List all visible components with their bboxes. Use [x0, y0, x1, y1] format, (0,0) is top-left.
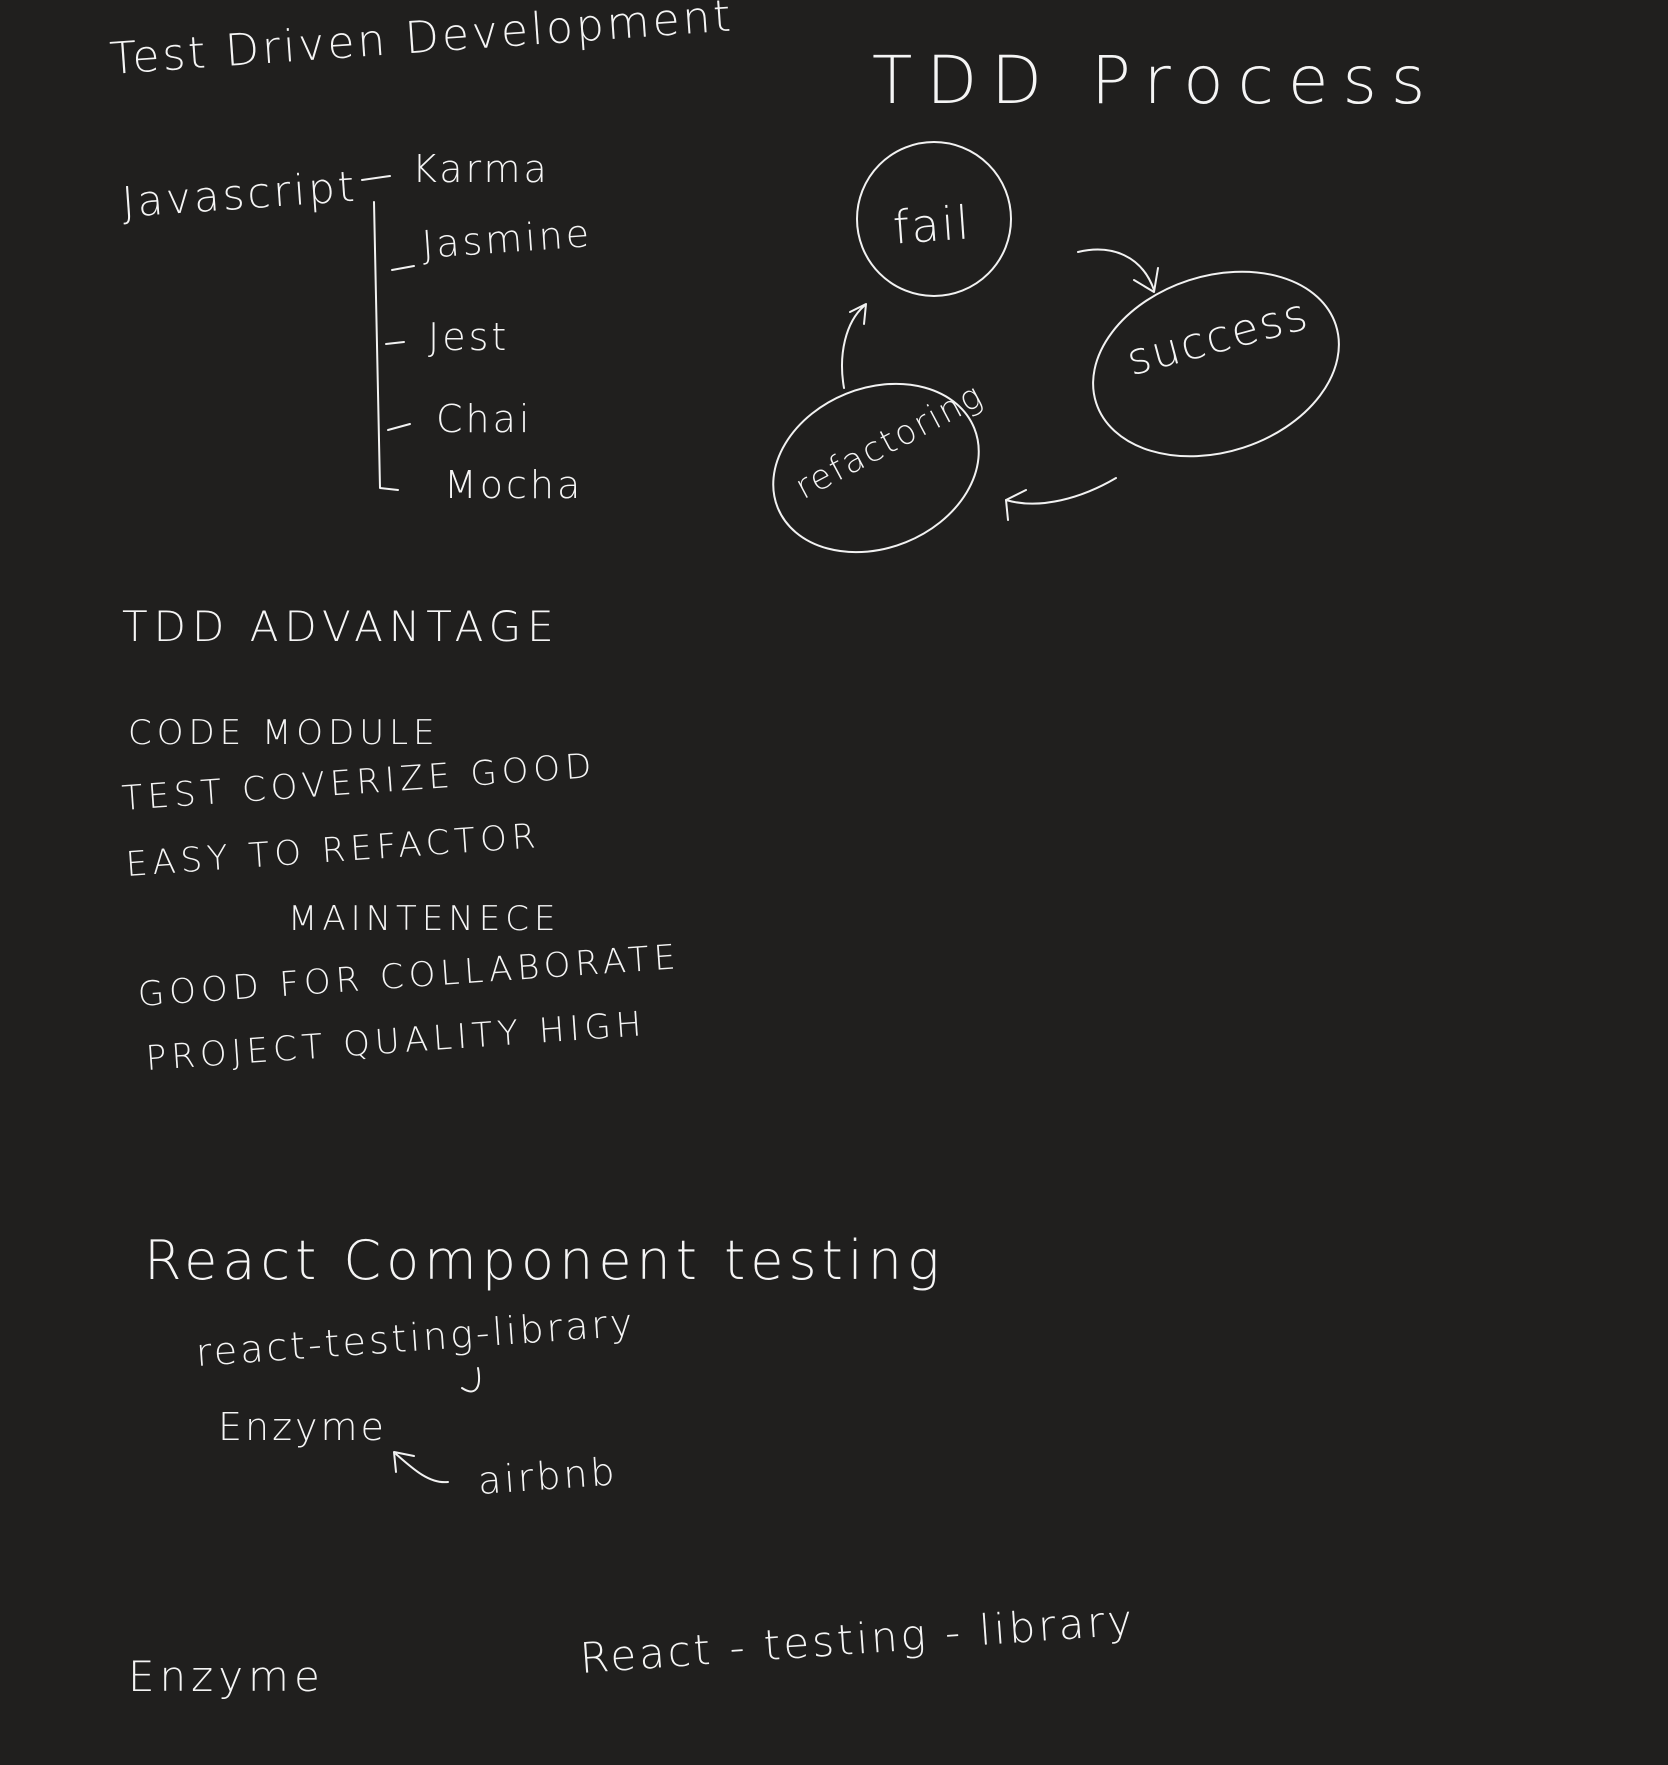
arrow-refactoring-to-fail	[841, 305, 865, 389]
node-fail-label: fail	[891, 195, 973, 255]
node-success-label: success	[1121, 288, 1315, 387]
rtl-hook	[461, 1367, 480, 1393]
arrow-head-airbnb-to-enzyme	[393, 1451, 415, 1473]
arrow-head-success-to-refactoring	[1005, 489, 1027, 521]
javascript-label: Javascript	[120, 161, 359, 227]
footer-enzyme-label: Enzyme	[128, 1652, 325, 1701]
arrow-success-to-refactoring	[1005, 477, 1117, 505]
framework-jasmine: Jasmine	[420, 211, 594, 267]
tree-dash-karma	[361, 175, 391, 181]
framework-chai: Chai	[436, 397, 533, 441]
framework-mocha: Mocha	[444, 463, 584, 507]
arrow-fail-to-success	[1077, 248, 1155, 291]
framework-karma: Karma	[412, 147, 550, 191]
tree-dash-chai	[387, 423, 411, 431]
tree-trunk	[373, 201, 399, 491]
advantage-line-5: GOOD FOR COLLABORATE	[136, 937, 682, 1015]
node-refactoring-label: refactoring	[788, 375, 991, 508]
framework-jest: Jest	[428, 315, 510, 359]
react-testing-title: React Component testing	[144, 1229, 945, 1292]
advantage-line-2: TEST COVERIZE GOOD	[120, 745, 598, 819]
enzyme-label: Enzyme	[218, 1405, 387, 1449]
process-title: TDD Process	[872, 42, 1440, 119]
arrow-head-fail-to-success	[1133, 267, 1159, 293]
advantage-line-4: MAINTENECE	[288, 899, 561, 939]
react-testing-library-label: react-testing-library	[194, 1300, 637, 1375]
advantage-line-3: EASY TO REFACTOR	[124, 816, 542, 885]
arrow-head-refactoring-to-fail	[849, 303, 867, 325]
advantage-title: TDD ADVANTAGE	[122, 602, 560, 651]
page-title: Test Driven Development	[108, 0, 736, 85]
advantage-line-6: PROJECT QUALITY HIGH	[144, 1004, 648, 1079]
advantage-line-1: CODE MODULE	[128, 713, 440, 753]
tree-dash-jasmine	[391, 265, 415, 271]
footer-rtl-label: React - testing - library	[578, 1595, 1137, 1683]
arrow-airbnb-to-enzyme	[395, 1453, 449, 1484]
airbnb-label: airbnb	[476, 1449, 619, 1503]
tree-dash-jest	[385, 341, 405, 345]
